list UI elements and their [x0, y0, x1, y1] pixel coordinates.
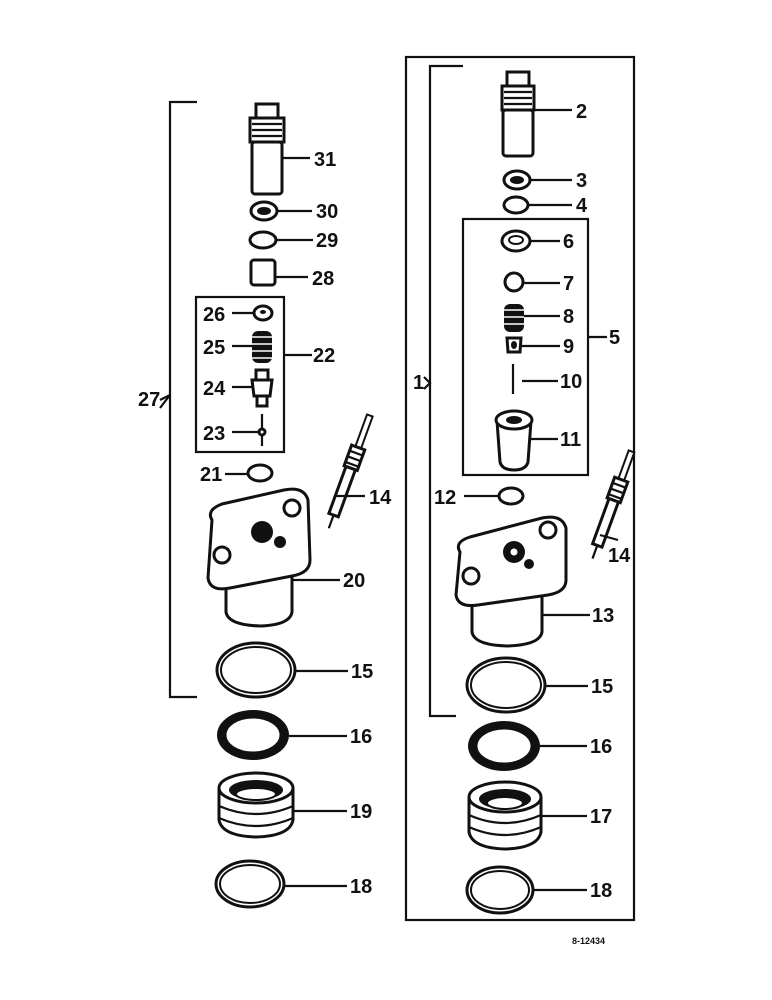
part-16-seal-right [468, 721, 587, 771]
callout-31: 31 [314, 149, 336, 171]
bracket-1 [428, 64, 463, 718]
right-assembly: 1 2 3 4 5 [404, 55, 636, 922]
part-2-nozzle-holder [500, 70, 572, 158]
part-14-glow-plug-right [590, 449, 636, 559]
callout-2: 2 [576, 101, 587, 123]
callout-16-right: 16 [590, 736, 612, 758]
callout-18-left: 18 [350, 876, 372, 898]
part-18-oring [214, 859, 347, 909]
left-assembly: 27 31 30 29 28 [138, 100, 392, 909]
callout-15-left: 15 [351, 661, 373, 683]
part-18-oring-right [465, 865, 587, 915]
callout-14-right: 14 [608, 545, 631, 567]
label-1: 1 [413, 372, 424, 394]
callout-6: 6 [563, 231, 574, 253]
part-12-ring [464, 486, 525, 506]
callout-12: 12 [434, 487, 456, 509]
part-17-sleeve [467, 780, 587, 851]
callout-9: 9 [563, 336, 574, 358]
part-26-cap [232, 304, 274, 322]
part-30-washer [249, 200, 312, 222]
callout-23: 23 [203, 423, 225, 445]
part-24-valve [232, 368, 274, 408]
callout-20: 20 [343, 570, 365, 592]
callout-15-right: 15 [591, 676, 613, 698]
callout-30: 30 [316, 201, 338, 223]
part-31-nozzle-holder [248, 102, 310, 196]
callout-10: 10 [560, 371, 582, 393]
callout-3: 3 [576, 170, 587, 192]
part-13-body [454, 515, 590, 648]
outer-frame [404, 55, 636, 922]
part-8-spring [504, 304, 560, 332]
callout-28: 28 [312, 268, 334, 290]
label-22: 22 [313, 345, 335, 367]
label-5: 5 [609, 327, 620, 349]
part-7-valve [503, 271, 560, 293]
part-23-pin [232, 414, 267, 446]
part-29-ring [248, 230, 313, 250]
callout-19: 19 [350, 801, 372, 823]
part-15-oring [215, 641, 348, 699]
callout-13: 13 [592, 605, 614, 627]
callout-14-left: 14 [369, 487, 392, 509]
callout-8: 8 [563, 306, 574, 328]
callout-24: 24 [203, 378, 226, 400]
part-28-sleeve [249, 258, 308, 287]
callout-7: 7 [563, 273, 574, 295]
part-11-barrel [494, 409, 558, 472]
subgroup-box-5 [461, 217, 590, 477]
bracket-27 [168, 100, 197, 699]
callout-29: 29 [316, 230, 338, 252]
part-10-pin [511, 364, 558, 394]
callout-25: 25 [203, 337, 225, 359]
part-15-oring-right [465, 656, 588, 714]
part-14-glow-plug [326, 413, 374, 529]
part-25-spring [232, 331, 272, 363]
callout-16-left: 16 [350, 726, 372, 748]
part-19-sleeve [217, 771, 347, 839]
part-20-body [206, 487, 340, 628]
part-6-cap [500, 229, 560, 253]
label-27: 27 [138, 389, 160, 411]
part-3-washer [502, 169, 572, 191]
callout-21: 21 [200, 464, 222, 486]
callout-4: 4 [576, 195, 588, 217]
callout-11: 11 [560, 429, 581, 451]
part-16-seal [217, 710, 347, 760]
reference-code: 8-12434 [572, 936, 605, 946]
subgroup-box-22 [194, 295, 286, 454]
callout-18-right: 18 [590, 880, 612, 902]
callout-26: 26 [203, 304, 225, 326]
callout-17: 17 [590, 806, 612, 828]
part-4-ring [502, 195, 572, 215]
part-9-valve [505, 336, 560, 354]
part-21-ring [225, 463, 274, 483]
